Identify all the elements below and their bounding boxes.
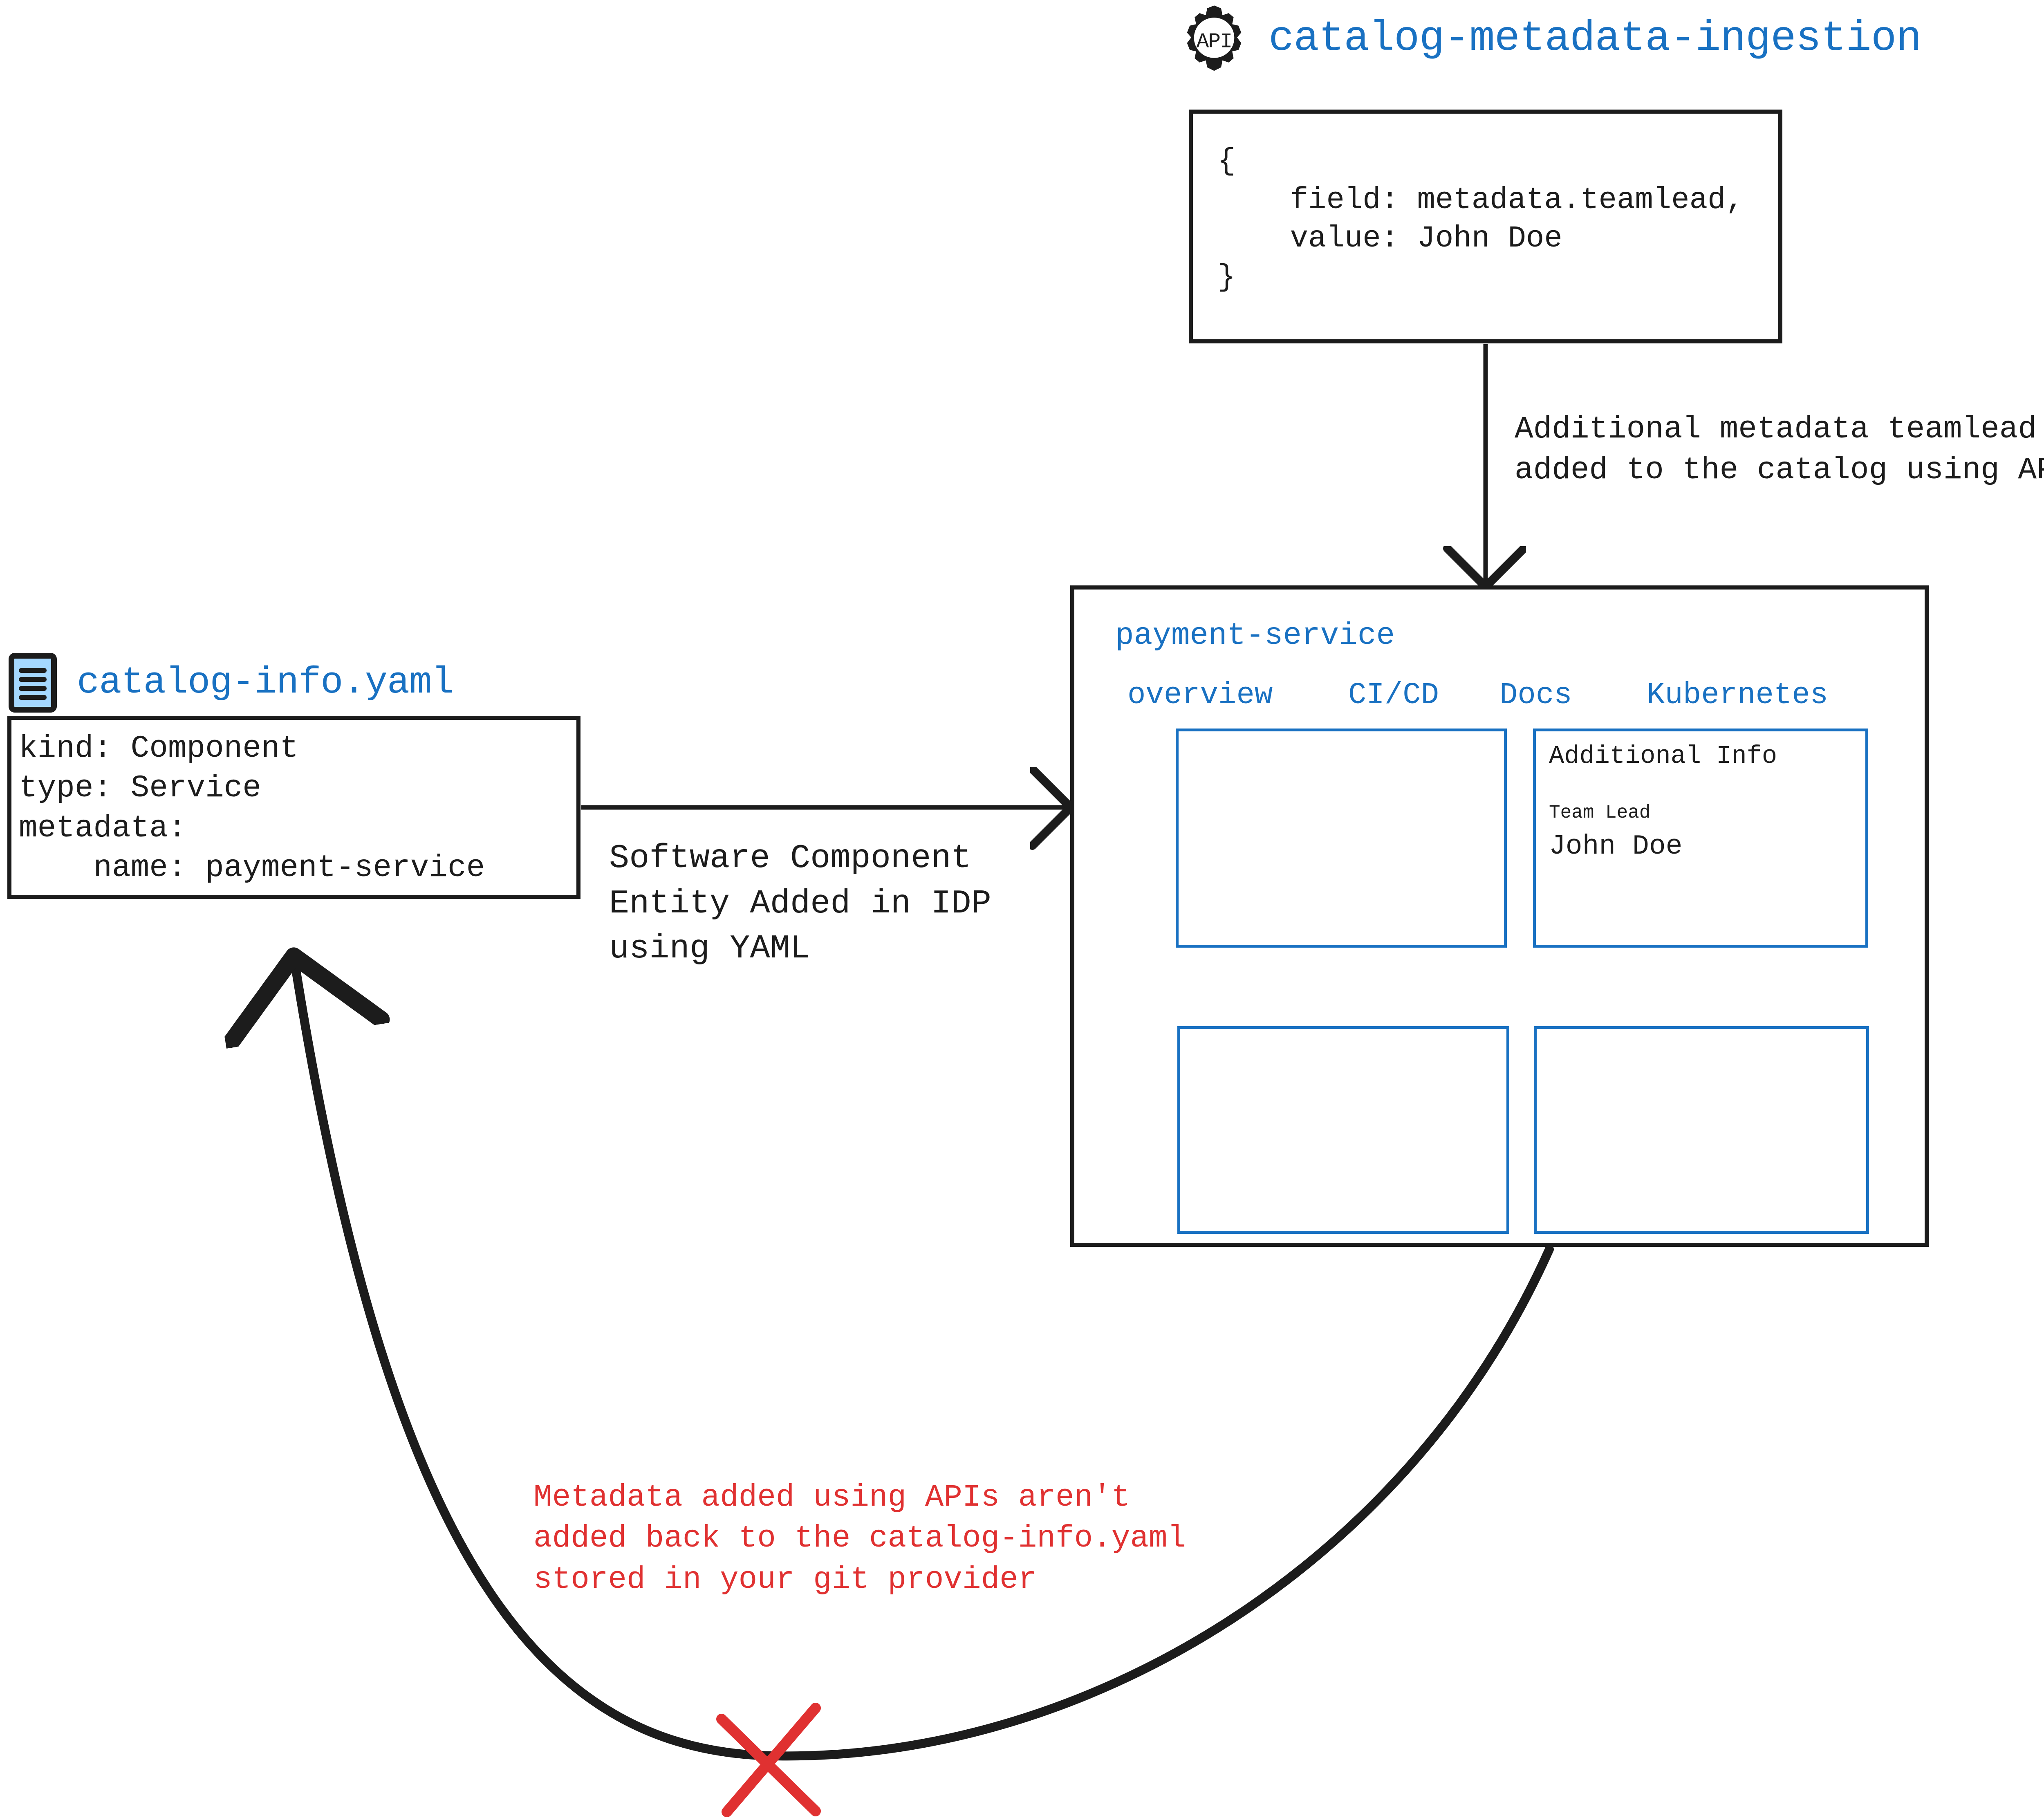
blocked-sync-warning-text: Metadata added using APIs aren't added b… bbox=[533, 1480, 1186, 1597]
yaml-code-box: kind: Component type: Service metadata: … bbox=[7, 716, 580, 899]
panel-card-bottom-left bbox=[1177, 1026, 1509, 1234]
connector-label-api-to-service: Additional metadata teamlead added to th… bbox=[1515, 412, 2044, 488]
panel-card-top-left bbox=[1176, 729, 1507, 948]
tab-cicd[interactable]: CI/CD bbox=[1348, 678, 1439, 713]
svg-text:API: API bbox=[1197, 30, 1232, 54]
yaml-code: kind: Component type: Service metadata: … bbox=[19, 731, 485, 885]
service-entity-panel: payment-service overview CI/CD Docs Kube… bbox=[1070, 585, 1929, 1247]
yaml-source-header: catalog-info.yaml bbox=[8, 652, 454, 713]
panel-card-additional-info: Additional Info Team Lead John Doe bbox=[1533, 729, 1868, 948]
additional-info-title: Additional Info bbox=[1549, 742, 1777, 771]
yaml-source-title: catalog-info.yaml bbox=[77, 661, 454, 704]
api-payload-code: { field: metadata.teamlead, value: John … bbox=[1217, 144, 1744, 295]
api-source-header: API catalog-metadata-ingestion bbox=[1179, 4, 1922, 74]
api-gear-icon: API bbox=[1187, 5, 1242, 71]
panel-card-bottom-right bbox=[1534, 1026, 1869, 1234]
tab-overview[interactable]: overview bbox=[1127, 678, 1273, 713]
team-lead-value: John Doe bbox=[1549, 831, 1683, 862]
yaml-file-icon bbox=[9, 653, 57, 713]
team-lead-label: Team Lead bbox=[1549, 802, 1651, 823]
tab-docs[interactable]: Docs bbox=[1499, 678, 1572, 713]
api-source-title: catalog-metadata-ingestion bbox=[1269, 15, 1922, 63]
tab-kubernetes[interactable]: Kubernetes bbox=[1647, 678, 1829, 713]
connector-label-yaml-to-service: Software Component Entity Added in IDP u… bbox=[609, 839, 991, 968]
service-panel-tabs: overview CI/CD Docs Kubernetes bbox=[1127, 680, 1880, 717]
blocked-x-icon bbox=[716, 1703, 821, 1817]
service-panel-title: payment-service bbox=[1115, 618, 1395, 653]
api-payload-box: { field: metadata.teamlead, value: John … bbox=[1189, 110, 1782, 343]
